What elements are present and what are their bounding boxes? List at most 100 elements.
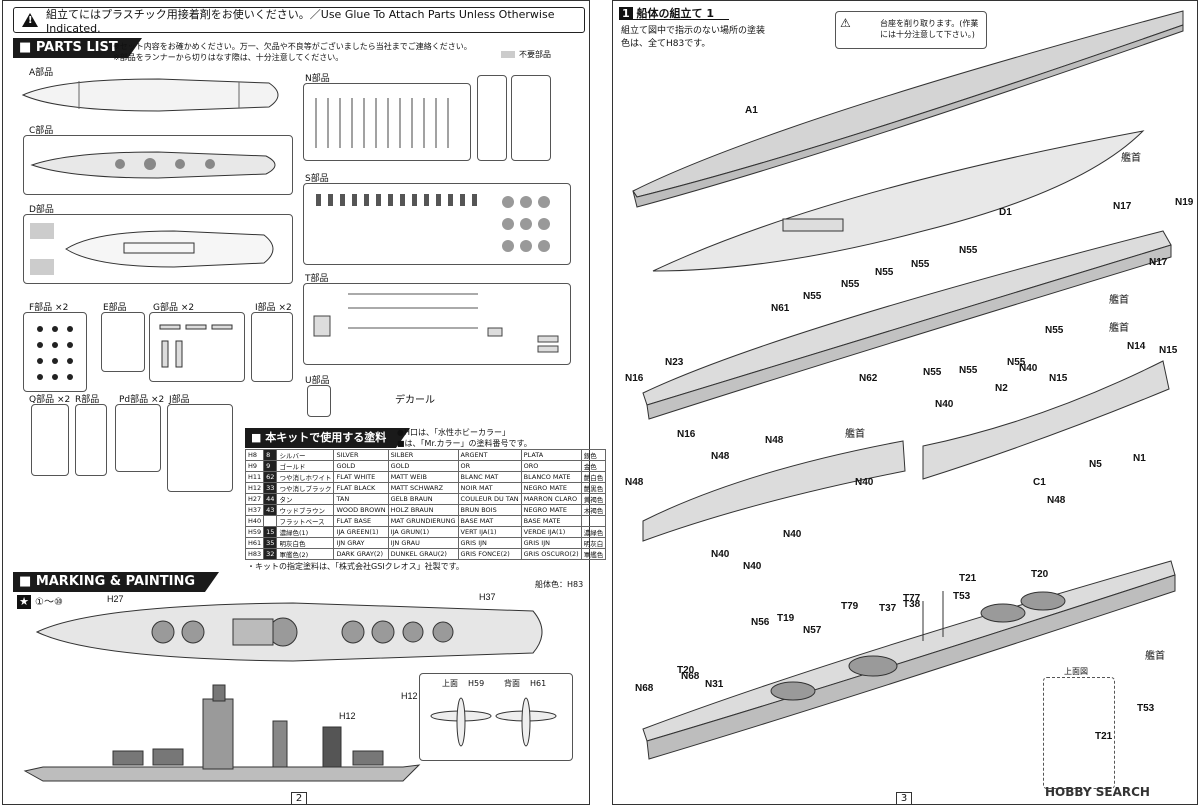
paint-cell: VERT IJA(1) (457, 526, 522, 538)
paint-cell: COULEUR DU TAN (457, 493, 522, 505)
color-callout-h27: H27 (107, 594, 124, 604)
runner-u-frame (307, 385, 331, 417)
step-number-badge: 1 (619, 7, 633, 20)
part-callout: N17 (1113, 201, 1132, 212)
paint-cell: H11 (244, 471, 265, 483)
bow-label-2: 艦首 (1109, 295, 1129, 306)
paint-cell: MATT WEIB (387, 471, 459, 483)
step-note: 組立て図中で指示のない場所の塗装色は、全てH83です。 (621, 26, 766, 49)
runner-i-label: I部品 ×2 (255, 303, 292, 313)
paint-cell: H59 (244, 526, 265, 538)
runner-t-frame (303, 283, 571, 365)
hull-color-note: 船体色：H83 (535, 580, 584, 589)
paint-cell: MAT GRUNDIERUNG (387, 515, 459, 527)
paint-cell: NEGRO MATE (520, 482, 582, 494)
part-callout: D1 (999, 207, 1012, 218)
part-callout: T20 (1031, 569, 1049, 580)
paint-cell: 43 (263, 504, 278, 516)
paint-note-1: ●H口は、「水性ホビーカラー」 (397, 428, 510, 437)
runner-g-label: G部品 ×2 (153, 303, 195, 313)
part-callout: N68 (635, 683, 654, 694)
runner-t-drawing (313, 293, 559, 353)
color-callout-h12-a: H12 (339, 711, 356, 721)
paint-cell: 濃緑色(1) (276, 526, 335, 538)
marking-square-icon: ■ (19, 574, 36, 589)
part-callout: T37 (879, 603, 897, 614)
glue-warning-text: 組立てにはプラスチック用接着剤をお使いください。／Use Glue To Att… (46, 7, 555, 35)
part-callout: T79 (841, 601, 859, 612)
part-callout: N16 (625, 373, 644, 384)
part-callout: T19 (777, 613, 795, 624)
hull-assembly-drawing (632, 10, 1184, 760)
part-callout: N55 (959, 245, 978, 256)
part-callout: N55 (911, 259, 930, 270)
runner-d-drawing (65, 230, 274, 268)
top-view-inset: 上面図 (1043, 667, 1115, 789)
color-callout-h61: H61 (530, 679, 547, 688)
runner-s-frame (303, 183, 571, 265)
color-callout-h59: H59 (468, 679, 485, 688)
watermark: HOBBY SEARCH (1045, 785, 1150, 799)
part-callout: N48 (1047, 495, 1066, 506)
paint-cell: IJN GRAU (387, 537, 459, 549)
parts-note-1: ※セット内容をお確かめください。万一、欠品や不良等がございましたら当社までご連絡… (113, 42, 472, 51)
part-callout: T20 (677, 665, 695, 676)
paint-cell: FLAT BASE (333, 515, 389, 527)
runner-g-drawing (159, 324, 233, 368)
runner-a-label: A部品 (29, 68, 54, 78)
paint-cell: IJA GRUN(1) (387, 526, 459, 538)
runner-r-frame (75, 404, 107, 476)
part-callout: N55 (875, 267, 894, 278)
paint-cell: つや消しブラック (276, 482, 335, 494)
parts-list-heading: ■ PARTS LIST (13, 38, 142, 58)
part-callout: N55 (923, 367, 942, 378)
part-callout: T53 (1137, 703, 1155, 714)
paint-cell: DUNKEL GRAU(2) (387, 548, 459, 560)
paint-cell (263, 515, 278, 527)
paint-cell: FLAT WHITE (333, 471, 389, 483)
part-callout: T77 (903, 593, 921, 604)
left-page-number: 2 (291, 792, 307, 805)
paint-cell: GELB BRAUN (387, 493, 459, 505)
part-callout: N40 (743, 561, 762, 572)
warning-icon (22, 13, 38, 27)
paint-cell: シルバー (276, 449, 335, 461)
paint-cell: GRIS FONCE(2) (457, 548, 522, 560)
paint-cell: GOLD (387, 460, 459, 472)
paint-cell: フラットベース (276, 515, 335, 527)
step-title: 船体の組立て 1 (636, 7, 714, 20)
runner-d-label: D部品 (29, 205, 54, 215)
runner-c-frame (23, 135, 293, 195)
runner-c-label: C部品 (29, 126, 54, 136)
part-callout: N5 (1089, 459, 1102, 470)
paint-cell (580, 515, 607, 527)
paint-cell: H8 (244, 449, 265, 461)
star-icon: ★ (17, 595, 31, 609)
paint-cell: DARK GRAY(2) (333, 548, 389, 560)
paint-cell: 62 (263, 471, 278, 483)
paint-cell: 明灰白 (580, 537, 607, 549)
paint-cell: 金色 (580, 460, 607, 472)
runner-t-label: T部品 (305, 274, 329, 284)
runner-d-unused-2 (30, 259, 54, 275)
part-callout: N56 (751, 617, 770, 628)
part-callout: N55 (959, 365, 978, 376)
runner-n3-frame (511, 75, 551, 161)
part-callout: N68 (681, 671, 700, 682)
part-callout: N55 (1007, 357, 1026, 368)
paint-cell: 軍艦色(2) (276, 548, 335, 560)
paint-cell: WOOD BROWN (333, 504, 389, 516)
paint-title: 本キットで使用する塗料 (265, 431, 387, 444)
part-callout: T53 (953, 591, 971, 602)
bow-label-5: 艦首 (1145, 651, 1165, 662)
paint-cell: ウッドブラウン (276, 504, 335, 516)
paint-cell: 艶白色 (580, 471, 607, 483)
part-callout: N40 (935, 399, 954, 410)
parts-note-2: ※部品をランナーから切りはなす際は、十分注意してください。 (113, 53, 344, 62)
paint-cell: ARGENT (457, 449, 522, 461)
paint-heading: ■ 本キットで使用する塗料 (245, 428, 411, 448)
part-callout: N48 (765, 435, 784, 446)
